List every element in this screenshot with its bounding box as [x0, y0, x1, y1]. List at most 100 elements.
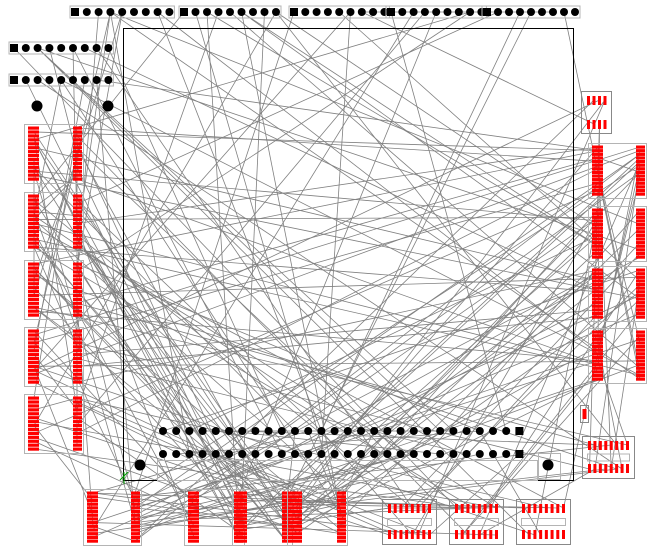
smd-pad[interactable] [636, 301, 645, 305]
smd-pad[interactable] [636, 163, 645, 167]
smd-pad[interactable] [592, 178, 603, 182]
smd-pad[interactable] [28, 142, 39, 146]
smd-pad[interactable] [28, 313, 39, 317]
round-pad[interactable] [370, 450, 379, 458]
square-pad[interactable] [10, 44, 18, 52]
smd-pad[interactable] [28, 364, 39, 369]
smd-pad[interactable] [592, 174, 603, 178]
smd-pad[interactable] [544, 504, 548, 513]
smd-pad[interactable] [291, 491, 302, 495]
left-header-2[interactable] [8, 73, 114, 87]
smd-pad[interactable] [592, 311, 603, 316]
bottom-soic-3[interactable] [232, 489, 293, 546]
smd-pad[interactable] [592, 159, 603, 164]
smd-pad[interactable] [489, 530, 493, 539]
round-pad[interactable] [432, 8, 441, 16]
smd-pad[interactable] [428, 530, 431, 539]
smd-pad[interactable] [592, 156, 603, 160]
bottom-soic-1[interactable] [83, 489, 142, 546]
smd-pad[interactable] [604, 464, 608, 473]
smd-pad[interactable] [636, 359, 645, 363]
smd-pad[interactable] [592, 334, 603, 338]
smd-pad[interactable] [73, 262, 82, 266]
smd-pad[interactable] [28, 241, 39, 245]
smd-pad[interactable] [592, 304, 603, 308]
smd-pad[interactable] [131, 535, 140, 540]
smd-pad[interactable] [592, 352, 603, 356]
smd-pad[interactable] [73, 345, 82, 349]
round-pad[interactable] [172, 450, 181, 458]
smd-pad[interactable] [28, 177, 39, 181]
smd-pad[interactable] [615, 464, 619, 473]
smd-pad[interactable] [73, 150, 82, 154]
smd-pad[interactable] [28, 356, 39, 361]
smd-pad[interactable] [73, 146, 82, 150]
smd-pad[interactable] [87, 532, 98, 536]
smd-pad[interactable] [73, 447, 82, 451]
smd-pad[interactable] [620, 441, 624, 450]
smd-pad[interactable] [489, 504, 493, 513]
smd-pad[interactable] [73, 353, 82, 357]
smd-pad[interactable] [73, 368, 82, 372]
smd-pad[interactable] [562, 530, 565, 539]
smd-pad[interactable] [636, 222, 645, 227]
smd-pad[interactable] [455, 530, 458, 539]
smd-pad[interactable] [28, 198, 39, 202]
smd-pad[interactable] [73, 282, 82, 286]
smd-pad[interactable] [337, 509, 346, 514]
smd-pad[interactable] [592, 370, 603, 374]
smd-pad[interactable] [73, 138, 82, 142]
smd-pad[interactable] [73, 169, 82, 173]
smd-pad[interactable] [592, 215, 603, 219]
round-pad[interactable] [449, 450, 458, 458]
smd-pad[interactable] [405, 530, 409, 539]
smd-pad[interactable] [131, 502, 140, 506]
smd-pad[interactable] [73, 130, 82, 134]
round-pad[interactable] [317, 427, 326, 435]
smd-pad[interactable] [472, 530, 476, 539]
round-pad[interactable] [264, 427, 273, 435]
smd-pad[interactable] [188, 502, 199, 506]
smd-pad[interactable] [466, 530, 470, 539]
smd-pad[interactable] [636, 233, 645, 238]
smd-pad[interactable] [28, 412, 39, 416]
smd-pad[interactable] [73, 420, 82, 424]
smd-pad[interactable] [188, 495, 199, 499]
smd-pad[interactable] [73, 372, 82, 376]
smd-pad[interactable] [131, 517, 140, 521]
smd-pad[interactable] [73, 400, 82, 404]
round-pad[interactable] [291, 427, 299, 435]
smd-pad[interactable] [337, 535, 346, 540]
right-soic-3[interactable] [588, 266, 647, 322]
round-pad[interactable] [323, 8, 332, 16]
smd-pad[interactable] [636, 293, 645, 298]
smd-pad[interactable] [188, 517, 199, 521]
smd-pad[interactable] [636, 311, 645, 316]
smd-pad[interactable] [28, 233, 39, 237]
smd-pad[interactable] [636, 341, 645, 345]
round-pad[interactable] [238, 427, 247, 435]
smd-pad[interactable] [603, 120, 607, 129]
smd-pad[interactable] [562, 504, 565, 513]
round-pad[interactable] [159, 450, 167, 458]
smd-pad[interactable] [28, 443, 39, 447]
smd-pad[interactable] [636, 167, 645, 171]
smd-pad[interactable] [28, 431, 39, 436]
smd-pad[interactable] [236, 535, 247, 540]
smd-pad[interactable] [73, 423, 82, 428]
smd-pad[interactable] [636, 373, 645, 378]
smd-pad[interactable] [291, 535, 302, 540]
main-connector[interactable] [159, 427, 524, 458]
smd-pad[interactable] [291, 509, 302, 514]
smd-pad[interactable] [592, 149, 603, 153]
smd-pad[interactable] [483, 504, 487, 513]
smd-pad[interactable] [592, 363, 603, 367]
smd-pad[interactable] [592, 237, 603, 241]
smd-pad[interactable] [73, 293, 82, 298]
smd-pad[interactable] [393, 504, 397, 513]
round-pad[interactable] [191, 8, 200, 16]
smd-pad[interactable] [636, 170, 645, 175]
smd-pad[interactable] [73, 278, 82, 282]
smd-pad[interactable] [592, 233, 603, 238]
smd-pad[interactable] [73, 165, 82, 169]
